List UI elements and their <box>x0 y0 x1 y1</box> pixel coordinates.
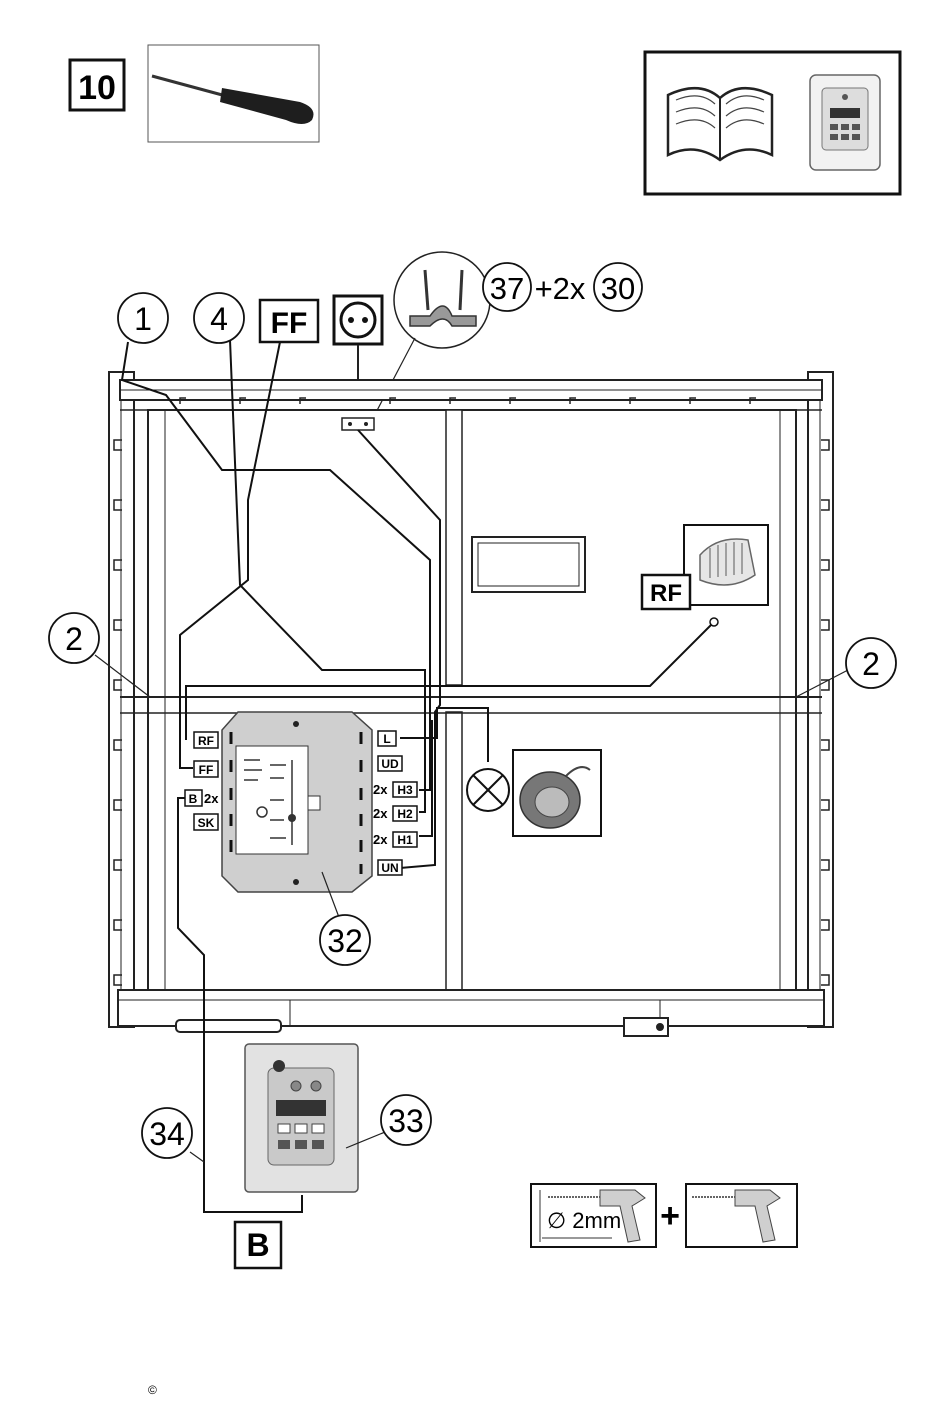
b-label-text: B <box>246 1227 269 1263</box>
terminal-h2-qty: 2x <box>373 806 388 821</box>
manual-reference-box <box>645 52 900 194</box>
terminal-h1-qty: 2x <box>373 832 388 847</box>
step-number-box: 10 <box>70 60 124 110</box>
sensor-point <box>710 618 718 626</box>
cable-clamp <box>342 418 374 430</box>
remote-controller <box>245 1044 358 1192</box>
callout-37: 37 <box>490 271 524 306</box>
callout-34-text: 34 <box>149 1116 185 1152</box>
drill-panel-pilot: ∅ 2mm <box>531 1184 656 1247</box>
ff-label-top-text: FF <box>271 307 308 340</box>
terminal-ff: FF <box>194 761 218 777</box>
callout-34: 34 <box>142 1108 192 1158</box>
power-socket-icon <box>334 296 382 344</box>
drill-diameter-label: ∅ 2mm <box>547 1208 621 1233</box>
step-number: 10 <box>78 69 116 107</box>
drill-panel-screw <box>686 1184 797 1247</box>
terminal-h1: 2x H1 <box>373 832 417 847</box>
callout-30: 30 <box>601 271 635 306</box>
terminal-ud: UD <box>378 756 402 771</box>
terminal-l-label: L <box>383 732 390 746</box>
callout-4: 4 <box>194 293 244 343</box>
callout-33-text: 33 <box>388 1103 424 1139</box>
terminal-h1-label: H1 <box>397 833 413 847</box>
terminal-l: L <box>378 731 396 746</box>
callout-33: 33 <box>381 1095 431 1145</box>
screw-set-plus: +2x <box>535 271 586 306</box>
controller-icon <box>810 75 880 170</box>
terminal-ff-label: FF <box>199 763 214 777</box>
screw-set-label: 37 +2x 30 <box>483 263 642 311</box>
b-label-box: B <box>235 1222 281 1268</box>
callout-2-left-text: 2 <box>65 621 83 657</box>
terminal-b-label: B <box>189 792 198 806</box>
terminal-sk: SK <box>194 814 218 830</box>
callout-2-right-text: 2 <box>862 646 880 682</box>
callout-2-left: 2 <box>49 613 99 663</box>
terminal-h2: 2x H2 <box>373 806 417 821</box>
rf-box-label: RF <box>650 580 682 607</box>
terminal-h2-label: H2 <box>397 807 413 821</box>
book-icon <box>668 88 772 160</box>
terminal-b-qty: 2x <box>204 791 219 806</box>
callout-1-text: 1 <box>134 301 152 337</box>
terminal-ud-label: UD <box>381 757 399 771</box>
callout-4-text: 4 <box>210 301 228 337</box>
callout-32: 32 <box>320 915 370 965</box>
terminal-h3-qty: 2x <box>373 782 388 797</box>
terminal-rf-label: RF <box>198 734 214 748</box>
terminal-b: B 2x <box>185 790 219 806</box>
screw-icon <box>460 270 462 310</box>
callout-1: 1 <box>118 293 168 343</box>
callout-2-right: 2 <box>846 638 896 688</box>
terminal-un-label: UN <box>381 861 398 875</box>
ff-label-top: FF <box>260 300 318 342</box>
screwdriver-icon <box>148 45 319 142</box>
controller-display <box>276 1100 326 1116</box>
drill-plus: + <box>660 1197 680 1235</box>
terminal-un: UN <box>378 860 402 875</box>
terminal-h3: 2x H3 <box>373 782 417 797</box>
terminal-rf: RF <box>194 732 218 748</box>
callout-32-text: 32 <box>327 923 363 959</box>
unit-frame <box>109 372 833 1036</box>
terminal-h3-label: H3 <box>397 783 413 797</box>
control-board <box>222 712 372 892</box>
terminal-sk-label: SK <box>198 816 215 830</box>
copyright-mark: © <box>148 1383 157 1397</box>
